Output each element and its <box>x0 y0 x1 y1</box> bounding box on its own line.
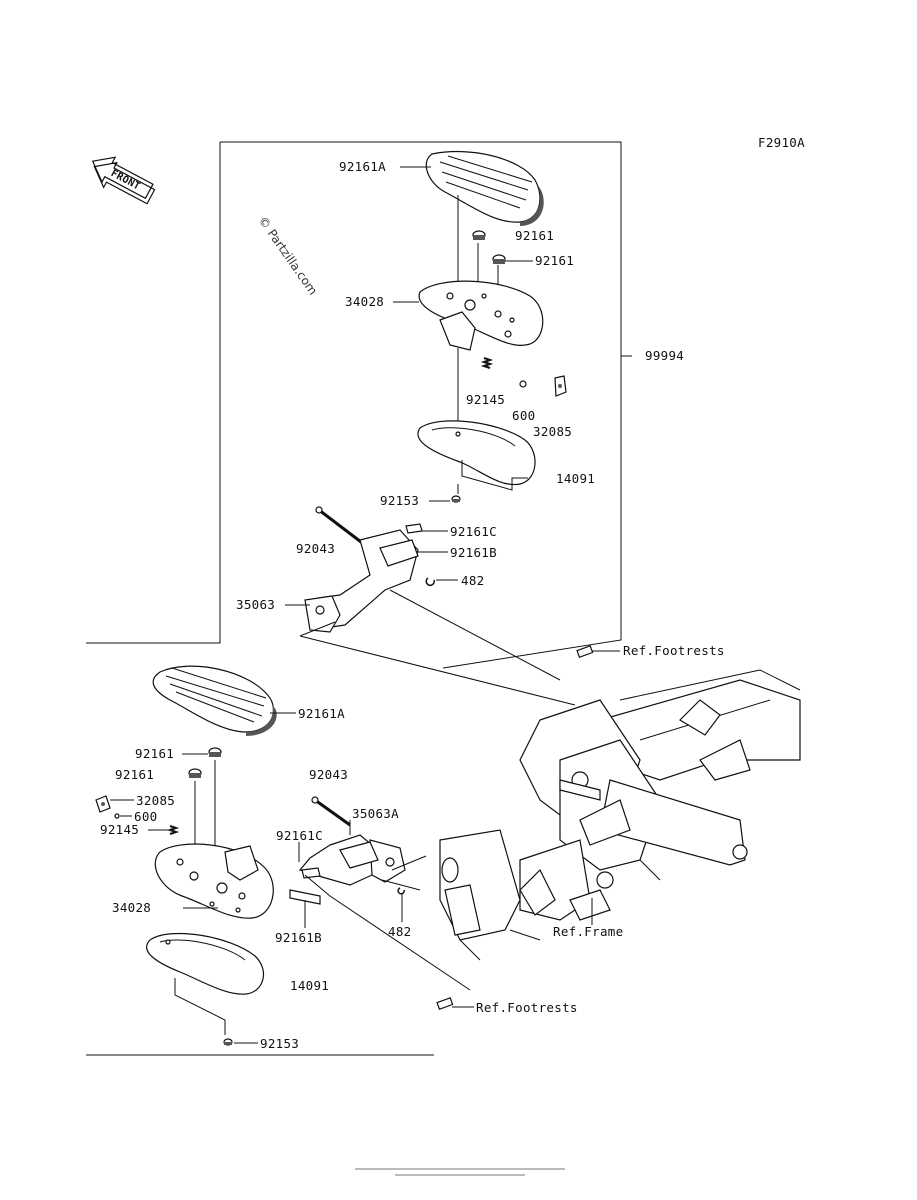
upper-assembly-frame <box>220 141 622 669</box>
grommet-upper-1 <box>472 230 486 240</box>
label-ref-footrests-lower: Ref.Footrests <box>476 1000 578 1015</box>
label-lower-92161C: 92161C <box>276 828 323 843</box>
grommet-lower-1 <box>208 747 222 757</box>
footboard-plate-upper <box>418 280 544 351</box>
label-lower-92161A: 92161A <box>298 706 345 721</box>
label-upper-92043: 92043 <box>296 541 335 556</box>
label-upper-482: 482 <box>461 573 484 588</box>
label-upper-99994: 99994 <box>645 348 684 363</box>
label-upper-92161-2: 92161 <box>535 253 574 268</box>
label-upper-32085: 32085 <box>533 424 572 439</box>
label-upper-34028: 34028 <box>345 294 384 309</box>
ball-upper <box>519 380 527 388</box>
snap-ring-lower <box>397 887 405 895</box>
label-upper-35063: 35063 <box>236 597 275 612</box>
spacer-lower-b <box>289 889 321 905</box>
label-upper-92161B: 92161B <box>450 545 497 560</box>
footboard-plate-lower <box>154 843 274 919</box>
label-lower-92161-2: 92161 <box>115 767 154 782</box>
spacer-upper-c <box>405 523 423 534</box>
label-lower-35063A: 35063A <box>352 806 399 821</box>
pin-lower <box>311 796 351 827</box>
label-upper-92161C: 92161C <box>450 524 497 539</box>
bolt-ref-upper <box>576 645 620 658</box>
front-arrow-icon: FRONT <box>91 156 156 205</box>
label-lower-32085: 32085 <box>136 793 175 808</box>
clip-upper <box>554 375 567 397</box>
label-lower-92145: 92145 <box>100 822 139 837</box>
leader-upper-to-frame <box>299 635 576 706</box>
label-ref-frame: Ref.Frame <box>553 924 623 939</box>
label-upper-14091: 14091 <box>556 471 595 486</box>
label-ref-footrests-upper: Ref.Footrests <box>623 643 725 658</box>
label-lower-482: 482 <box>388 924 411 939</box>
label-lower-34028: 34028 <box>112 900 151 915</box>
label-upper-92145: 92145 <box>466 392 505 407</box>
motorcycle-frame <box>439 669 801 961</box>
under-plate-lower <box>146 932 265 995</box>
clip-lower <box>95 795 111 813</box>
nut-upper <box>451 495 461 503</box>
label-lower-92153: 92153 <box>260 1036 299 1051</box>
bracket-upper <box>304 529 419 633</box>
ball-lower <box>114 813 120 819</box>
label-lower-92161-1: 92161 <box>135 746 174 761</box>
label-upper-600: 600 <box>512 408 535 423</box>
rubber-pad-upper <box>425 150 544 226</box>
snap-ring-upper <box>425 577 435 587</box>
bolt-ref-lower <box>436 997 474 1010</box>
pin-upper <box>315 506 366 547</box>
rubber-pad-lower <box>152 665 277 736</box>
label-upper-92161A: 92161A <box>339 159 386 174</box>
spacer-lower-c <box>301 867 321 879</box>
label-upper-92153: 92153 <box>380 493 419 508</box>
upper-frame-left <box>86 142 221 644</box>
spring-upper <box>480 357 494 369</box>
footer-microtext <box>355 1168 565 1176</box>
diagram-id: F2910A <box>758 135 805 150</box>
under-plate-upper <box>417 420 536 486</box>
grommet-upper-2 <box>492 254 506 264</box>
label-lower-92043: 92043 <box>309 767 348 782</box>
spring-lower <box>166 825 180 835</box>
grommet-lower-2 <box>188 768 202 778</box>
label-lower-92161B: 92161B <box>275 930 322 945</box>
label-lower-14091: 14091 <box>290 978 329 993</box>
nut-lower <box>223 1038 233 1046</box>
label-lower-600: 600 <box>134 809 157 824</box>
watermark: © Partzilla.com <box>256 214 321 298</box>
label-upper-92161-1: 92161 <box>515 228 554 243</box>
